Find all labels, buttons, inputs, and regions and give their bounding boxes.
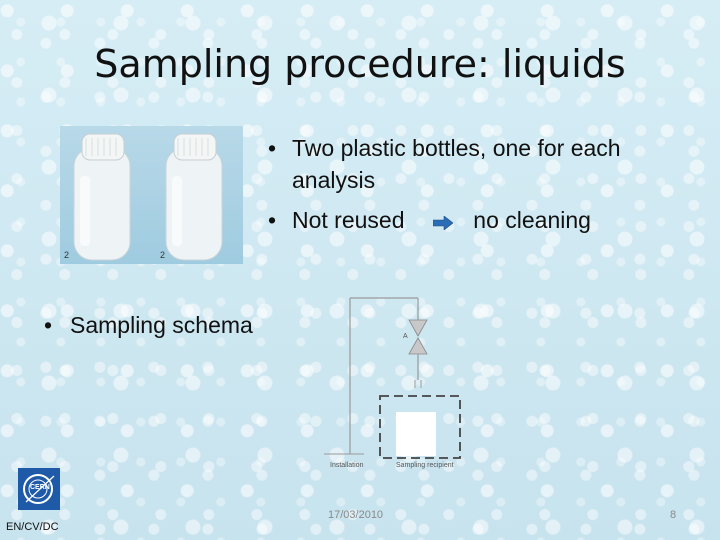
bullet-text: Sampling schema: [70, 312, 253, 338]
bullet-text: Two plastic bottles, one for each analys…: [292, 135, 621, 193]
cern-logo-icon: CERN: [18, 468, 60, 510]
bullet-dot: •: [44, 312, 53, 338]
footer-page-number: 8: [670, 509, 677, 521]
bullet-item: • Not reused no cleaning: [268, 204, 698, 238]
logo-text: CERN: [30, 484, 50, 491]
sampling-schema-diagram: A Installation Sampling recipient: [322, 296, 468, 476]
bullet-text: Not reused: [292, 207, 405, 233]
slide-title: Sampling procedure: liquids: [94, 42, 626, 86]
installation-label: Installation: [330, 462, 364, 469]
footer-department: EN/CV/DC: [6, 521, 59, 533]
bottle-image: 2: [60, 126, 150, 264]
bullet-list: • Two plastic bottles, one for each anal…: [268, 132, 698, 238]
footer-date: 17/03/2010: [328, 509, 384, 521]
valve-label: A: [403, 333, 408, 340]
bullet-text: no cleaning: [473, 207, 591, 233]
sampling-recipient-label: Sampling recipient: [396, 462, 454, 469]
bottle-number: 2: [64, 250, 70, 260]
bottle-number: 2: [160, 250, 166, 260]
bottles-photo: 2 2: [60, 126, 243, 264]
bullet-dot: •: [268, 135, 277, 161]
bullet-dot: •: [268, 207, 277, 233]
schema-bullet: • Sampling schema: [44, 312, 253, 339]
bottle-image: 2: [156, 126, 246, 264]
right-arrow-icon: [432, 206, 454, 238]
bullet-item: • Two plastic bottles, one for each anal…: [268, 132, 698, 196]
